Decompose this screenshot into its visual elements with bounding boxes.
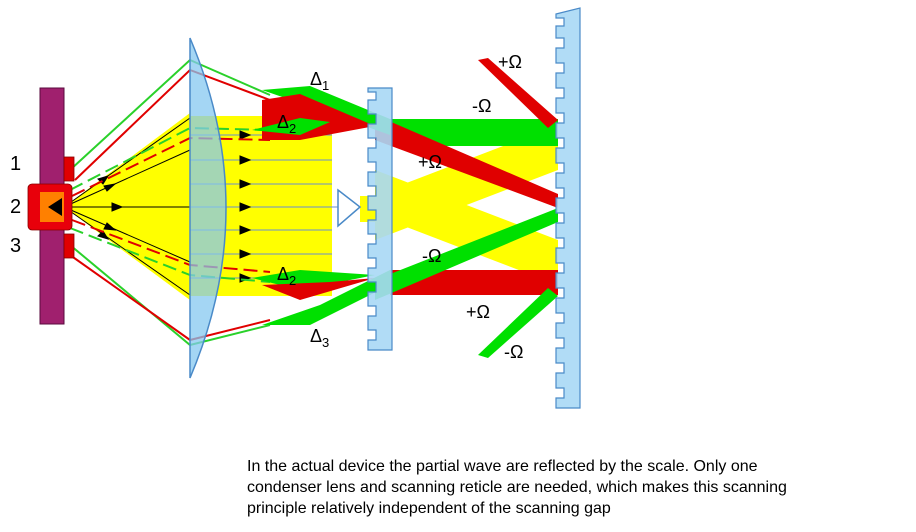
detector-1 [63, 156, 75, 182]
green-wedge-delta2-top [252, 118, 330, 135]
red-beam-exit-up [478, 58, 558, 128]
caption-line-1: In the actual device the partial wave ar… [247, 458, 758, 475]
caption-line-2: condenser lens and scanning reticle are … [247, 479, 787, 496]
green-dash-line-upper [69, 126, 271, 191]
label-delta-2-bottom: Δ2 [277, 264, 296, 288]
label-source-3: 3 [10, 235, 21, 257]
diffraction-beams [252, 58, 558, 358]
yellow-cross-band-2 [375, 170, 558, 285]
label-plus-omega-top: +Ω [498, 52, 522, 72]
label-delta-1: Δ1 [310, 69, 329, 93]
caption: In the actual device the partial wave ar… [247, 456, 915, 519]
label-plus-omega-mid: +Ω [418, 152, 442, 172]
label-delta-2-top: Δ2 [277, 112, 296, 136]
green-beam-diagonal-up [375, 208, 558, 300]
label-source-1: 1 [10, 153, 21, 175]
labels: 1 2 3 Δ1 Δ2 Δ2 Δ3 +Ω -Ω +Ω -Ω +Ω -Ω [10, 52, 523, 362]
led-emitter-icon [48, 198, 62, 216]
label-minus-omega-bottom: -Ω [504, 342, 523, 362]
red-beam-horizontal-bottom [390, 270, 558, 295]
red-beam-diagonal-down [375, 115, 558, 208]
detector-3 [63, 233, 75, 259]
scale-grating [555, 7, 581, 409]
prism-triangle [337, 188, 362, 228]
condenser-lens [189, 37, 227, 379]
label-plus-omega-bottom: +Ω [466, 302, 490, 322]
light-rays [63, 117, 252, 296]
red-wedge-delta2-bottom [262, 278, 375, 300]
label-delta-3: Δ3 [310, 326, 329, 350]
label-minus-omega-top: -Ω [472, 96, 491, 116]
scanning-reticle [367, 87, 393, 351]
green-beam-horizontal-top [390, 119, 558, 146]
green-wedge-delta3 [262, 270, 390, 325]
label-source-2: 2 [10, 196, 21, 218]
green-beam-exit-down [478, 288, 558, 358]
label-minus-omega-mid: -Ω [422, 246, 441, 266]
caption-line-3: principle relatively independent of the … [247, 500, 611, 517]
